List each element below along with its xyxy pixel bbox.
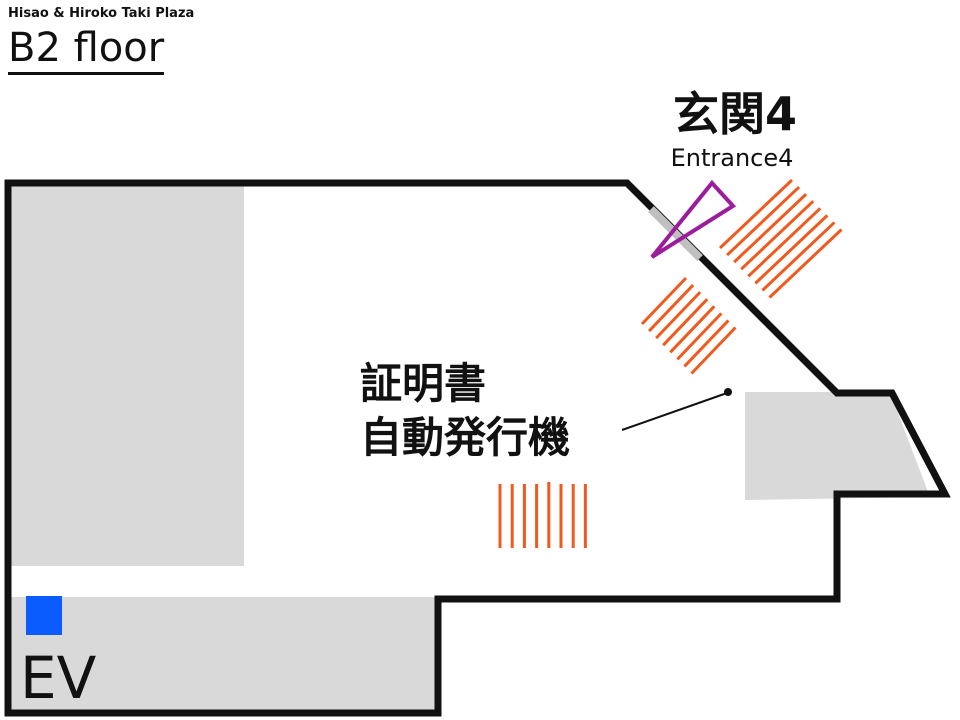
stair-stripe <box>768 228 843 299</box>
poi-label-line1: 証明書 <box>360 359 486 408</box>
stair-stripe <box>683 319 730 368</box>
poi-leader-line <box>621 392 728 431</box>
entrance-marker-icon <box>650 179 737 259</box>
building-name: Hisao & Hiroko Taki Plaza <box>8 6 195 21</box>
room-bottom <box>10 597 438 712</box>
stair-stripe <box>662 298 709 347</box>
elevator-label: EV <box>20 644 97 712</box>
elevator-icon[interactable] <box>26 596 62 635</box>
stairs-vertical <box>498 482 587 548</box>
stair-stripe <box>669 305 716 354</box>
stair-stripe <box>733 193 808 264</box>
building-outline <box>4 179 951 717</box>
stair-stripe <box>754 214 829 285</box>
stair-stripe <box>740 200 815 271</box>
stair-stripe <box>747 207 822 278</box>
stairs-inside <box>640 276 737 375</box>
stair-stripe <box>690 326 737 375</box>
entrance-label-en: Entrance4 <box>671 144 794 172</box>
room-left <box>10 186 244 566</box>
room-right <box>745 392 930 500</box>
stair-stripe <box>640 276 688 326</box>
stair-stripe <box>718 178 794 250</box>
entrance-door[interactable] <box>648 206 703 261</box>
floor-title: B2 floor <box>8 24 165 75</box>
poi-label-line2: 自動発行機 <box>360 413 570 462</box>
entrance-label-jp: 玄関4 <box>673 87 797 141</box>
stair-stripe <box>761 221 836 292</box>
stairs-outside <box>718 178 843 299</box>
stair-stripe <box>655 291 702 340</box>
stair-stripe <box>676 312 723 361</box>
stair-stripe <box>726 185 801 257</box>
poi-marker[interactable] <box>724 388 732 396</box>
stair-stripe <box>647 284 695 333</box>
